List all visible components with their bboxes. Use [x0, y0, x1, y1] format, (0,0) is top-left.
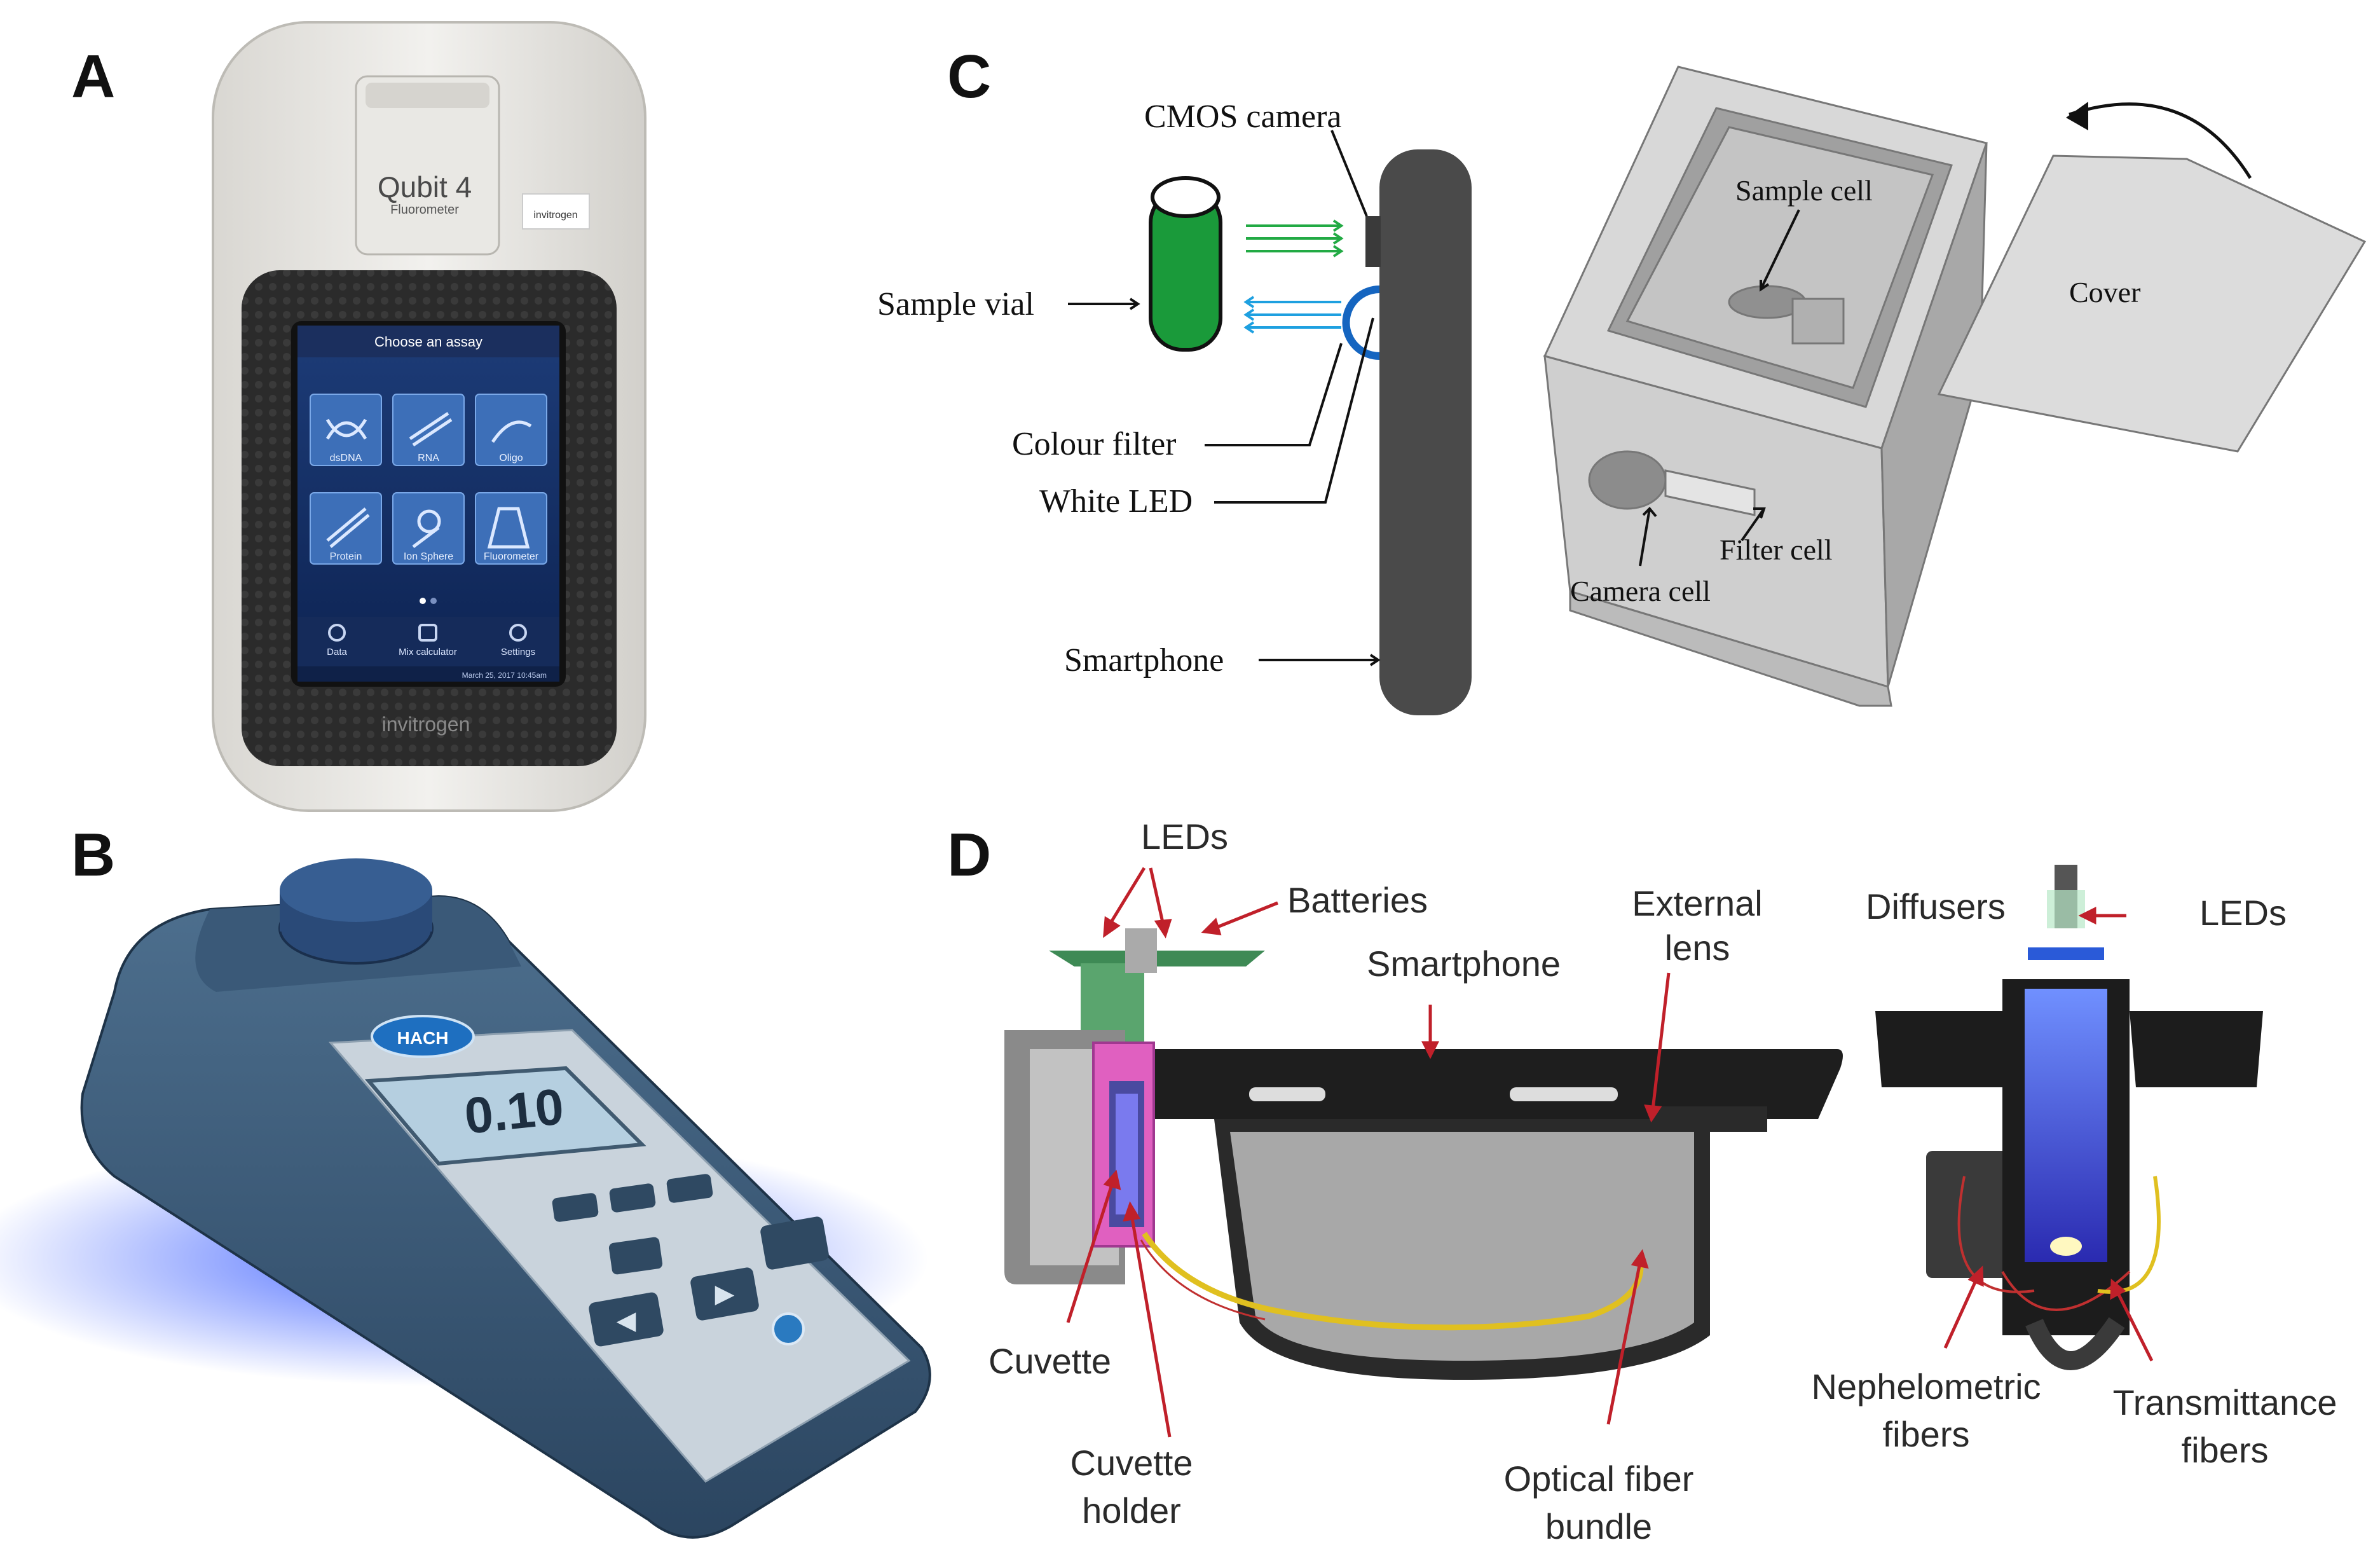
qubit-btn-settings: Settings	[501, 647, 535, 657]
label-smartphone-c: Smartphone	[1064, 642, 1224, 678]
label-optical-fiber-2: bundle	[1545, 1506, 1652, 1546]
qubit-tile-label-oligo: Oligo	[499, 453, 523, 464]
label-cuvette: Cuvette	[988, 1341, 1111, 1381]
qubit-assay-tiles	[310, 394, 547, 565]
diffuser	[2028, 947, 2104, 960]
label-optical-fiber-1: Optical fiber	[1504, 1459, 1694, 1499]
qubit-tile-label-fluorometer: Fluorometer	[484, 551, 539, 562]
label-sample-cell: Sample cell	[1735, 174, 1873, 207]
label-filter-cell: Filter cell	[1720, 533, 1833, 566]
label-transmittance-1: Transmittance	[2113, 1382, 2337, 1422]
colorimeter-key-left: ◀	[617, 1307, 636, 1335]
colorimeter-cap	[278, 892, 434, 965]
qubit-status-time: March 25, 2017 10:45am	[462, 671, 547, 680]
smartphone-c	[1379, 149, 1472, 715]
panel-label-c: C	[947, 43, 992, 111]
panel-label-b: B	[71, 821, 116, 889]
turbidimeter-right-assembly	[1875, 865, 2263, 1370]
qubit-touchscreen	[298, 326, 559, 682]
cover-rotation-arrow	[2069, 102, 2252, 179]
excitation-arrows	[1243, 296, 1341, 334]
panel-label-a: A	[71, 43, 116, 111]
qubit-tile-label-rna: RNA	[418, 453, 439, 464]
colour-filter	[1342, 285, 1380, 360]
label-external-lens-2: lens	[1665, 928, 1730, 968]
colorimeter-power-button	[772, 1312, 805, 1345]
label-camera-cell: Camera cell	[1570, 575, 1711, 607]
smartphone-d	[1147, 1049, 1843, 1119]
qubit-brand: Qubit 4	[378, 170, 472, 203]
qubit-lid	[355, 75, 500, 256]
colorimeter-reading: 0.10	[462, 1078, 566, 1145]
colorimeter-logo: HACH	[397, 1028, 449, 1048]
qubit-tile-label-protein: Protein	[330, 551, 362, 562]
cmos-camera	[1365, 216, 1381, 267]
qubit-screen-title: Choose an assay	[374, 334, 482, 350]
sample-vial	[1149, 189, 1222, 352]
cuvette-holder	[1092, 1042, 1155, 1248]
label-nephelometric-2: fibers	[1883, 1414, 1970, 1454]
qubit-badge: invitrogen	[533, 210, 577, 221]
holder-box	[1543, 65, 1988, 707]
qubit-subbrand: Fluorometer	[390, 203, 459, 217]
colorimeter-body	[80, 895, 931, 1539]
colorimeter-key-right: ▶	[715, 1280, 735, 1308]
label-smartphone-d: Smartphone	[1367, 944, 1561, 984]
qubit-body	[212, 21, 646, 812]
qubit-front-panel	[242, 270, 617, 766]
label-leds-left: LEDs	[1141, 816, 1228, 856]
qubit-footer-brand: invitrogen	[382, 713, 470, 736]
label-external-lens-1: External	[1632, 883, 1762, 923]
label-diffusers: Diffusers	[1866, 886, 2006, 926]
label-sample-vial: Sample vial	[877, 286, 1034, 322]
colorimeter-logo-badge	[371, 1015, 475, 1058]
optical-fiber-bundle	[1142, 1232, 1644, 1331]
qubit-btn-data: Data	[327, 647, 347, 657]
label-leds-right: LEDs	[2199, 893, 2287, 933]
label-cover: Cover	[2069, 276, 2140, 308]
qubit-btn-mix: Mix calculator	[399, 647, 457, 657]
label-nephelometric-1: Nephelometric	[1811, 1366, 2041, 1406]
qubit-tile-label-ionsphere: Ion Sphere	[404, 551, 453, 562]
turbidimeter-left-assembly	[1004, 928, 1843, 1380]
label-cuvette-holder-1: Cuvette	[1070, 1443, 1193, 1483]
label-colour-filter: Colour filter	[1012, 426, 1177, 462]
label-white-led: White LED	[1039, 483, 1193, 519]
holder-cover	[1937, 155, 2367, 453]
label-cuvette-holder-2: holder	[1082, 1490, 1181, 1530]
qubit-tile-label-dsdna: dsDNA	[330, 453, 362, 464]
cuvette-right	[2025, 989, 2107, 1262]
emission-arrows	[1246, 219, 1344, 258]
label-cmos-camera: CMOS camera	[1144, 99, 1341, 135]
panel-label-d: D	[947, 821, 992, 889]
label-batteries: Batteries	[1287, 880, 1428, 920]
label-transmittance-2: fibers	[2182, 1430, 2269, 1470]
colorimeter-lcd	[364, 1066, 646, 1166]
